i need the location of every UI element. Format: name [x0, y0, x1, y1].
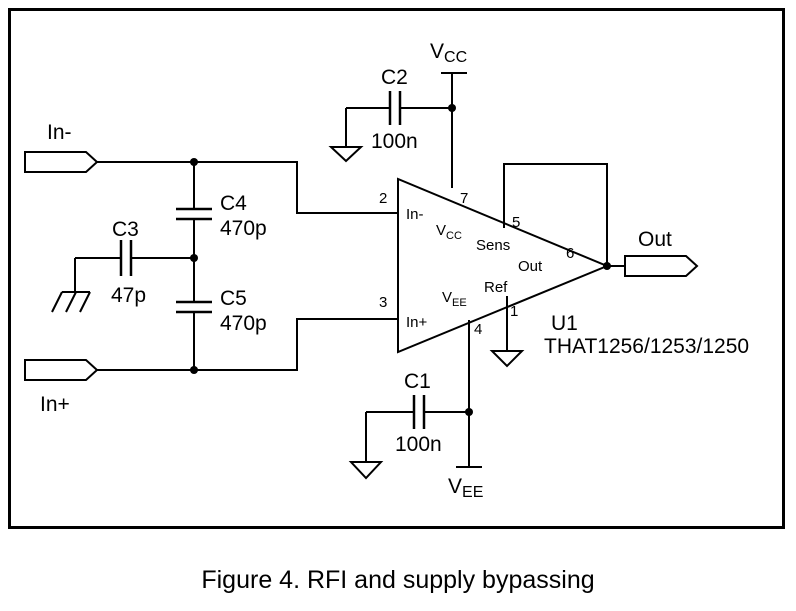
amplifier-u1: [397, 177, 610, 354]
in-plus-connector: [24, 359, 99, 381]
vee-wires: [365, 320, 482, 468]
amp-out-label: Out: [518, 258, 543, 275]
figure-border: [8, 8, 785, 529]
amp-sense-label: Sens: [476, 237, 510, 254]
amp-in-minus-label: In-: [406, 206, 424, 223]
junction-dot: [603, 262, 611, 270]
c3-name: C3: [112, 218, 139, 241]
out-connector: [624, 255, 699, 277]
c5-name: C5: [220, 287, 247, 310]
c5-value: 470p: [220, 312, 267, 335]
capacitor-c1: [412, 395, 426, 429]
c1-value: 100n: [395, 433, 442, 456]
junction-dot: [465, 408, 473, 416]
input-wires: [97, 161, 398, 371]
capacitor-c3: [74, 240, 194, 292]
vcc-label: VCC: [430, 40, 467, 66]
junction-dot: [448, 104, 456, 112]
pin-1-number: 1: [510, 303, 518, 320]
pin-6-number: 6: [566, 245, 574, 262]
c1-name: C1: [404, 370, 431, 393]
capacitor-c5: [176, 300, 212, 314]
out-label: Out: [638, 228, 672, 251]
in-minus-connector: [24, 151, 99, 173]
schematic-diagram: In- In+ C4 470p C5 470p C3 47p 2: [8, 8, 785, 529]
pin-3-number: 3: [379, 294, 387, 311]
in-plus-label: In+: [40, 393, 70, 416]
amp-vee-label: VEE: [442, 289, 467, 309]
c4-value: 470p: [220, 217, 267, 240]
pin-5-number: 5: [512, 214, 520, 231]
chassis-ground-icon: [51, 291, 91, 313]
pin-4-number: 4: [474, 321, 482, 338]
in-minus-label: In-: [47, 121, 72, 144]
vee-label: VEE: [448, 475, 483, 501]
ground-icon: [328, 146, 364, 163]
amp-in-plus-label: In+: [406, 314, 428, 331]
capacitor-c2: [388, 91, 402, 125]
pin-2-number: 2: [379, 190, 387, 207]
amp-vcc-label: VCC: [436, 222, 462, 242]
amp-ref-label: Ref: [484, 279, 508, 296]
c4-name: C4: [220, 192, 247, 215]
ground-icon: [489, 350, 525, 368]
junction-dot: [190, 158, 198, 166]
c3-value: 47p: [111, 284, 146, 307]
ground-icon: [348, 461, 384, 480]
c2-value: 100n: [371, 130, 418, 153]
capacitor-c4: [176, 207, 212, 221]
pin-7-number: 7: [460, 190, 468, 207]
figure-caption: Figure 4. RFI and supply bypassing: [201, 566, 595, 594]
c2-name: C2: [381, 66, 408, 89]
junction-dot: [190, 366, 198, 374]
u1-ref-label: U1: [551, 312, 578, 335]
u1-part-label: THAT1256/1253/1250: [544, 335, 749, 358]
vcc-wires: [345, 72, 467, 188]
